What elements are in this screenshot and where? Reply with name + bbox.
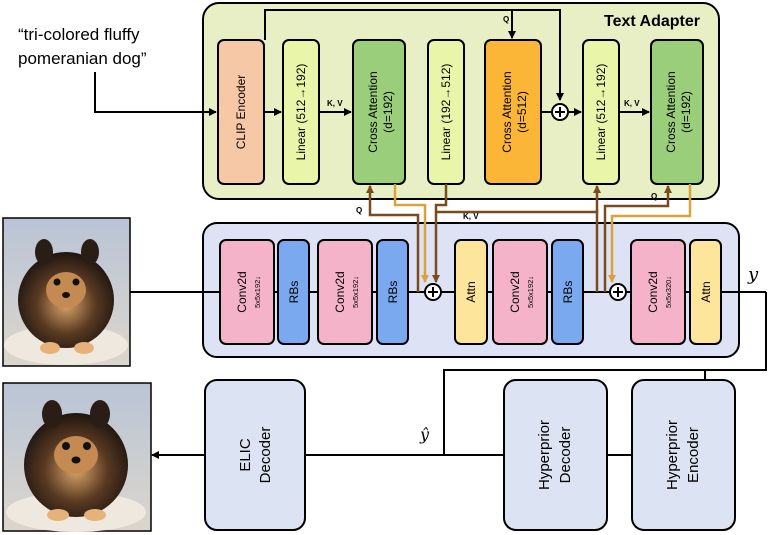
ca3-output-to-add2 xyxy=(608,184,692,283)
conv2d-block-1 xyxy=(219,239,275,345)
conv2-sub: 5x5x192↓ xyxy=(351,276,360,308)
he-label-b: Encoder xyxy=(685,427,702,483)
elic-label-a: ELIC xyxy=(237,438,254,472)
conv4-sub: 5x5x320↓ xyxy=(664,276,673,308)
attn2-label: Attn xyxy=(699,281,713,302)
he-label-a: Hyperprior xyxy=(664,420,681,490)
ca3-label-b: (d=192) xyxy=(679,91,693,133)
rbs3-label: RBs xyxy=(561,281,575,304)
features-to-ca1-q xyxy=(366,185,420,292)
ca1-label-a: Cross Attention xyxy=(366,71,380,152)
attn1-label: Attn xyxy=(464,281,478,302)
conv2d-block-3 xyxy=(492,239,548,345)
features-to-ca3-q xyxy=(603,185,672,292)
hyperprior-decoder-block xyxy=(503,379,608,531)
ca1-output-to-add1 xyxy=(393,184,429,283)
linear-192-512-label: Linear (192→512) xyxy=(439,64,453,161)
cross-attention-192-block-1 xyxy=(352,39,406,185)
prompt-text-line2: pomeranian dog” xyxy=(18,49,147,68)
ca3-label-a: Cross Attention xyxy=(664,71,678,152)
elic-decoder-block xyxy=(204,379,306,531)
rbs-block-1 xyxy=(277,239,310,345)
rbs2-label: RBs xyxy=(386,281,400,304)
text-adapter-title: Text Adapter xyxy=(604,13,700,30)
kv-label-1: K, V xyxy=(327,99,343,108)
ca2-label-b: (d=512) xyxy=(515,91,529,133)
output-dog-image xyxy=(2,382,152,532)
y-hat-label: ŷ xyxy=(419,425,430,444)
hd-label-b: Decoder xyxy=(557,427,574,484)
ca1-label-b: (d=192) xyxy=(381,91,395,133)
rbs1-label: RBs xyxy=(287,281,301,304)
conv2-label: Conv2d xyxy=(333,271,347,312)
q-label-ca3: Q xyxy=(651,192,657,201)
linear-512-192-label: Linear (512→192) xyxy=(294,64,308,161)
attn-block-1 xyxy=(454,239,488,345)
prompt-arrow xyxy=(94,72,217,116)
conv2d-block-2 xyxy=(317,239,373,345)
input-dog-image xyxy=(2,217,131,367)
attn-block-2 xyxy=(689,239,722,345)
conv4-label: Conv2d xyxy=(646,271,660,312)
conv1-sub: 5x5x192↓ xyxy=(253,276,262,308)
rbs-block-3 xyxy=(551,239,584,345)
cross-attention-192-block-2 xyxy=(650,39,704,185)
q-label-ca2: Q xyxy=(503,15,509,24)
hd-label-a: Hyperprior xyxy=(536,420,553,490)
linear3-label: Linear (512→192) xyxy=(594,64,608,161)
conv2d-block-4 xyxy=(630,239,686,345)
conv1-label: Conv2d xyxy=(235,271,249,312)
linear2-kv-down xyxy=(432,184,448,283)
clip-encoder-label: CLIP Encoder xyxy=(234,75,248,150)
prompt-text-line1: “tri-colored fluffy xyxy=(18,25,140,44)
conv3-label: Conv2d xyxy=(508,271,522,312)
residual-skip-line xyxy=(264,9,564,101)
ca2-label-a: Cross Attention xyxy=(500,71,514,152)
rbs-block-2 xyxy=(376,239,409,345)
kv-label-3: K, V xyxy=(463,212,479,221)
conv3-sub: 5x5x192↓ xyxy=(526,276,535,308)
y-label: y xyxy=(747,264,759,285)
hyperprior-encoder-block xyxy=(631,379,736,531)
q-label-ca1: Q xyxy=(356,206,362,215)
elic-label-b: Decoder xyxy=(257,427,274,484)
kv-label-2: K, V xyxy=(624,99,640,108)
